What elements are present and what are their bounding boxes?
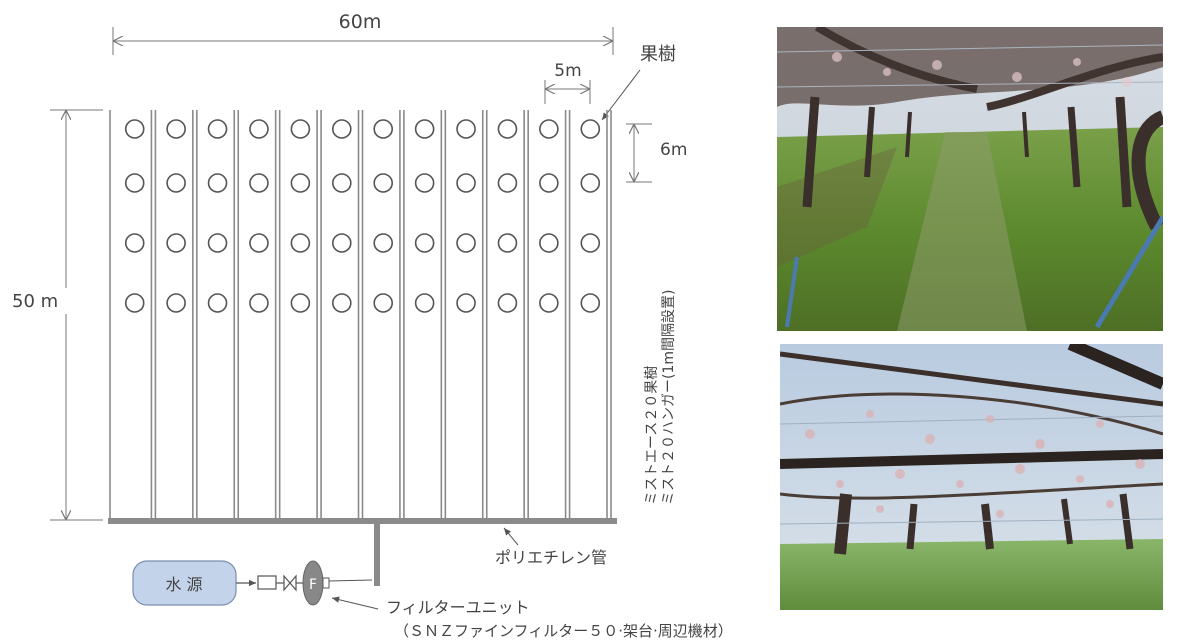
fruit-tree xyxy=(539,233,559,253)
fruit-tree xyxy=(580,173,601,193)
fruit-tree xyxy=(580,293,601,313)
fruit-tree xyxy=(373,293,394,313)
meter-box xyxy=(257,575,277,590)
fruit-tree xyxy=(456,173,476,193)
fruit-tree xyxy=(456,119,476,139)
filter-pointer xyxy=(331,596,379,610)
fruit-tree xyxy=(539,293,559,313)
orchard-canopy-photo xyxy=(780,344,1163,610)
fruit-tree-label: 果樹 xyxy=(640,44,676,65)
fruit-tree xyxy=(497,173,518,193)
fruit-tree xyxy=(373,173,394,193)
irrigation-layout-diagram: 60m 5m 果樹 6m 50 m ポリエチレン管 水 源 F xyxy=(10,11,733,640)
fruit-tree xyxy=(580,233,601,253)
fruit-tree xyxy=(414,173,435,193)
fruit-tree xyxy=(124,233,145,253)
fruit-tree xyxy=(207,173,228,193)
fruit-tree xyxy=(290,233,311,253)
fruit-tree xyxy=(497,233,518,253)
pipe-pointer xyxy=(503,527,519,546)
polyethylene-pipe-label: ポリエチレン管 xyxy=(495,548,607,567)
fruit-tree xyxy=(456,293,476,313)
fruit-tree xyxy=(539,173,559,193)
valve-icon xyxy=(283,574,297,592)
water-source-label: 水 源 xyxy=(165,575,202,594)
row-spacing-label: 6m xyxy=(660,140,687,160)
fruit-tree xyxy=(580,119,601,139)
fruit-tree xyxy=(166,293,186,313)
width-label: 60m xyxy=(339,11,382,33)
width-dimension: 60m xyxy=(112,11,614,55)
fruit-tree xyxy=(373,119,394,139)
fruit-tree xyxy=(124,173,145,193)
fruit-tree xyxy=(414,233,435,253)
polyethylene-pipe xyxy=(108,518,617,524)
fruit-tree xyxy=(166,233,186,253)
fruit-tree xyxy=(290,173,311,193)
fruit-tree xyxy=(539,119,559,139)
height-dimension: 50 m xyxy=(10,109,103,521)
fruit-tree xyxy=(290,293,311,313)
filter-letter: F xyxy=(309,577,317,593)
fruit-tree xyxy=(124,119,145,139)
fruit-tree xyxy=(331,173,352,193)
fruit-tree xyxy=(207,293,228,313)
column-spacing-dimension: 5m xyxy=(544,61,591,104)
fruit-tree xyxy=(166,119,186,139)
fruit-tree-pointer xyxy=(601,69,641,121)
fruit-tree xyxy=(331,293,352,313)
fruit-tree xyxy=(414,119,435,139)
fruit-tree xyxy=(414,293,435,313)
supply-pipe xyxy=(374,522,380,586)
fruit-tree xyxy=(497,119,518,139)
fruit-tree xyxy=(249,233,269,253)
field-grid xyxy=(108,110,617,586)
row-spacing-dimension: 6m xyxy=(626,123,687,183)
column-spacing-label: 5m xyxy=(554,61,581,81)
fruit-tree xyxy=(249,293,269,313)
fruit-tree xyxy=(124,293,145,313)
fruit-tree xyxy=(249,173,269,193)
mist-hanger-label: ミスト２０ハンガー(1m間隔設置) xyxy=(661,290,677,505)
fruit-tree xyxy=(290,119,311,139)
fruit-tree xyxy=(207,119,228,139)
fruit-tree xyxy=(331,119,352,139)
filter-unit-detail: （ＳＮＺファインフィルター５０·架台·周辺機材） xyxy=(394,622,733,640)
fruit-tree xyxy=(373,233,394,253)
fruit-tree xyxy=(207,233,228,253)
height-label: 50 m xyxy=(12,291,58,312)
orchard-row-photo xyxy=(777,27,1163,331)
fruit-tree xyxy=(497,293,518,313)
fruit-tree xyxy=(331,233,352,253)
fruit-tree xyxy=(249,119,269,139)
filter-unit-label: フィルターユニット xyxy=(386,598,530,617)
fruit-tree xyxy=(166,173,186,193)
mist-ace-label: ミストエース２０果樹 xyxy=(644,366,660,505)
fruit-tree xyxy=(456,233,476,253)
